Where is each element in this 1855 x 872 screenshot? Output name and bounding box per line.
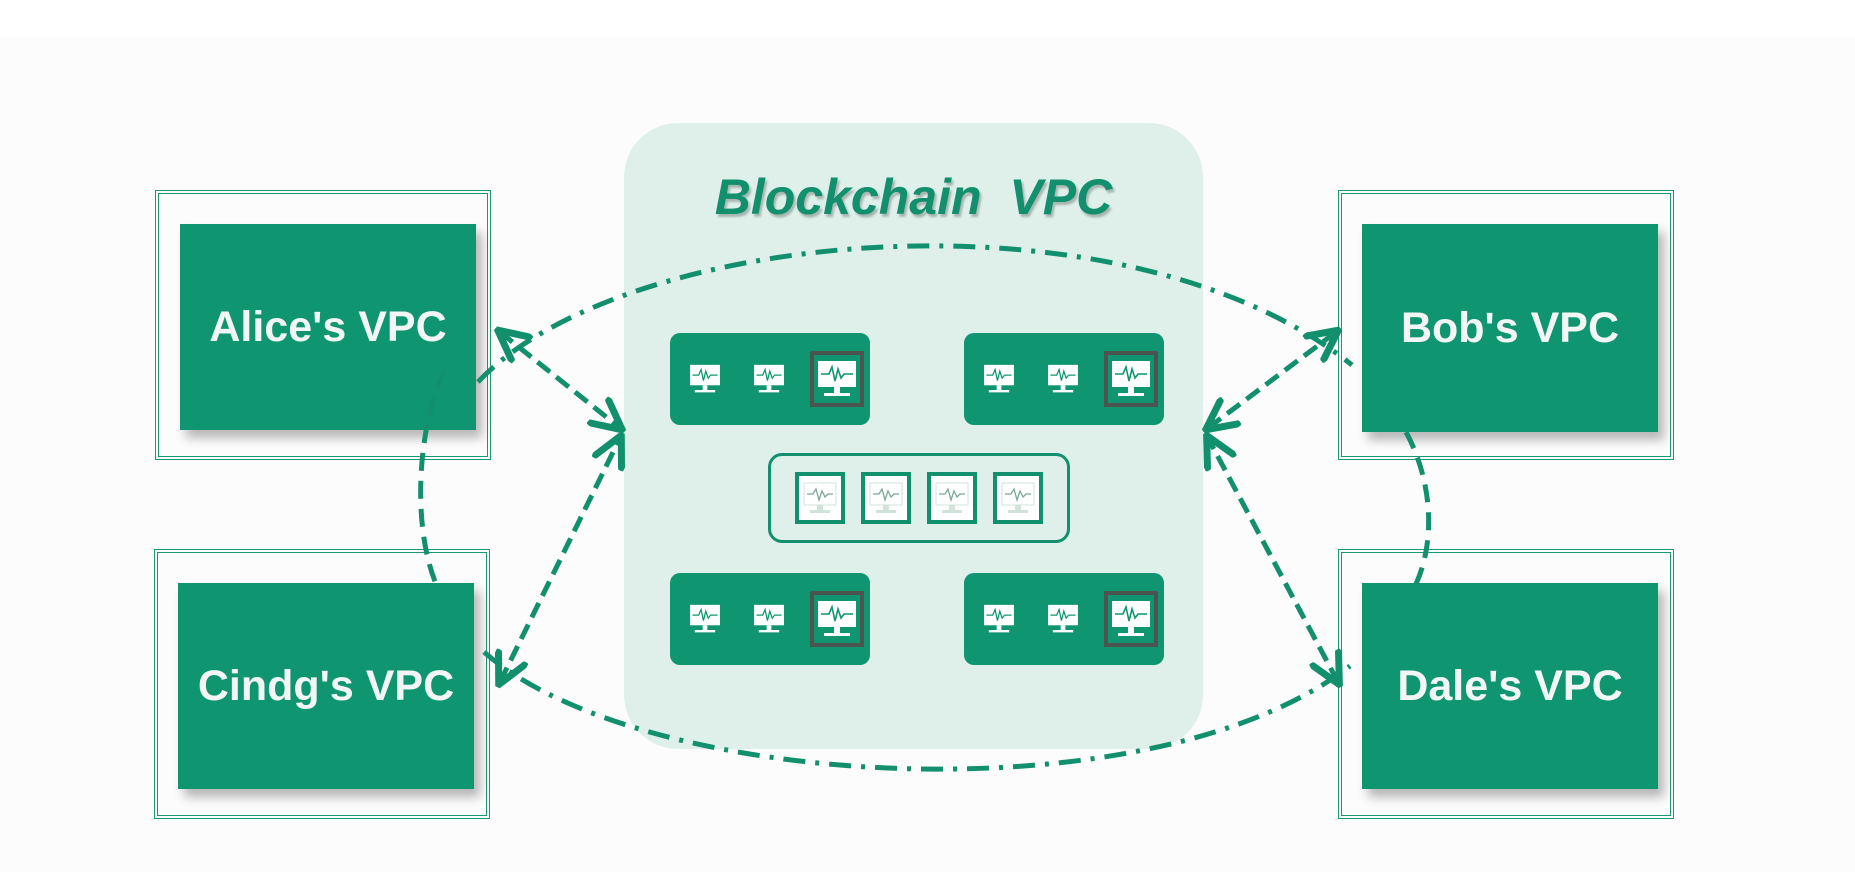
monitor-icon [810,591,864,647]
alice-vpc-label: Alice's VPC [209,302,447,351]
monitor-icon [1104,591,1158,647]
block-monitor-icon [993,472,1043,524]
peer-link-right-curve [1403,430,1432,586]
monitor-icon [976,597,1022,641]
node-group-top-left [670,333,870,425]
dale-vpc-label: Dale's VPC [1397,661,1623,710]
block-monitor-icon [861,472,911,524]
node-group-bottom-right [964,573,1164,665]
link-alice-hub [500,332,620,428]
bob-vpc-box[interactable]: Bob's VPC [1362,224,1658,432]
block-monitor-icon [795,472,845,524]
peer-link-bottom-arc [482,650,1352,772]
monitor-icon [1040,597,1086,641]
monitor-icon [810,351,864,407]
alice-vpc-box[interactable]: Alice's VPC [180,224,476,430]
monitor-icon [682,597,728,641]
monitor-icon [746,357,792,401]
block-monitor-icon [927,472,977,524]
node-group-top-right [964,333,1164,425]
blockchain-ledger [768,453,1070,543]
cindy-vpc-box[interactable]: Cindg's VPC [178,583,474,789]
link-bob-hub [1208,332,1336,428]
alice-vpc-frame [155,190,491,460]
blockchain-vpc-title: Blockchain VPC [714,169,1113,225]
cindy-vpc-label: Cindg's VPC [197,661,455,710]
link-dale-hub [1208,438,1338,682]
monitor-icon [746,597,792,641]
monitor-icon [1040,357,1086,401]
peer-link-left-curve [418,370,447,585]
monitor-icon [682,357,728,401]
monitor-icon [1104,351,1158,407]
bob-vpc-frame [1338,190,1674,460]
peer-link-top-arc [476,243,1354,384]
node-group-bottom-left [670,573,870,665]
bob-vpc-label: Bob's VPC [1400,303,1620,352]
dale-vpc-box[interactable]: Dale's VPC [1362,583,1658,789]
cindy-vpc-frame [154,549,490,819]
link-cindy-hub [500,438,620,682]
monitor-icon [976,357,1022,401]
